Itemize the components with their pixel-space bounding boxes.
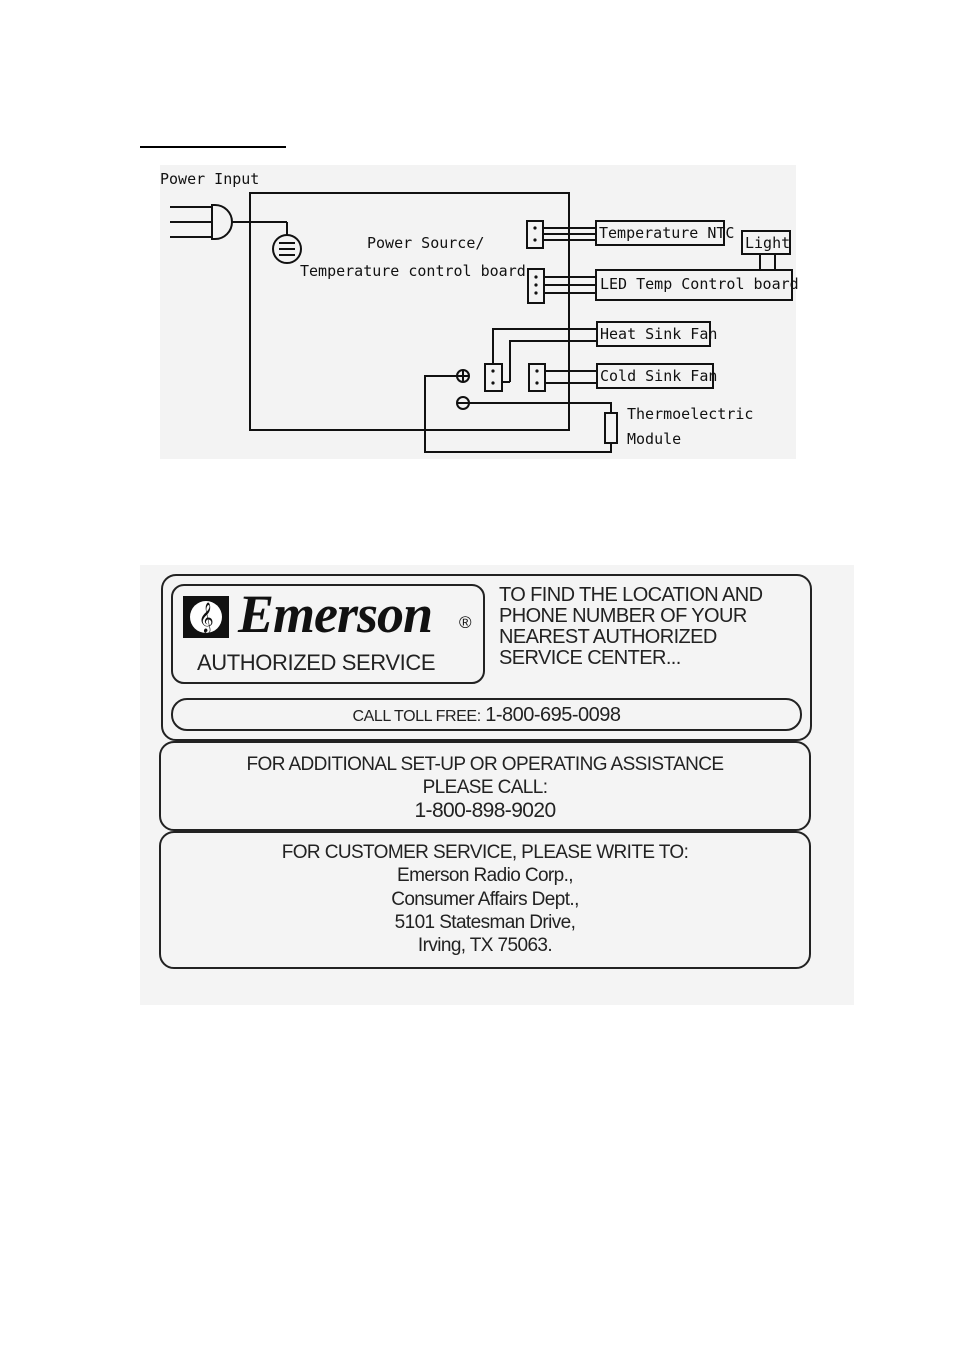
find-center-line3: NEAREST AUTHORIZED (499, 626, 717, 648)
section-title-rule (140, 146, 286, 148)
heat-sink-fan-box (596, 321, 711, 347)
plug-body (211, 204, 233, 240)
plus-wire (424, 375, 612, 453)
toll-free-frame (171, 698, 802, 731)
led-board-box (595, 269, 793, 301)
ground-symbol-circle (272, 234, 302, 264)
cold-fan-connector (528, 363, 546, 392)
assistance-number: 1-800-898-9020 (414, 799, 556, 822)
address-line2: Consumer Affairs Dept., (391, 889, 579, 910)
write-to-heading: FOR CUSTOMER SERVICE, PLEASE WRITE TO: (281, 842, 689, 863)
registered-mark: ® (459, 613, 472, 632)
find-center-line1: TO FIND THE LOCATION AND (499, 584, 763, 606)
temperature-ntc-label: Temperature NTC (599, 224, 735, 242)
authorized-service-label: AUTHORIZED SERVICE (197, 650, 436, 675)
ntc-connector (526, 220, 544, 249)
light-label: Light (745, 234, 791, 252)
address-line4: Irving, TX 75063. (417, 935, 553, 956)
treble-clef-icon: 𝄞 (198, 602, 213, 634)
address-line3: 5101 Statesman Drive, (394, 912, 576, 933)
find-center-line4: SERVICE CENTER... (499, 647, 681, 669)
cold-sink-fan-label: Cold Sink Fan (600, 367, 718, 385)
find-center-line2: PHONE NUMBER OF YOUR (499, 605, 747, 627)
thermoelectric-label-line2: Module (627, 430, 682, 448)
heat-sink-fan-label: Heat Sink Fan (600, 325, 718, 343)
cold-sink-fan-box (596, 363, 714, 389)
minus-wire (469, 402, 612, 413)
board-label-line1: Power Source/ (367, 234, 485, 252)
board-label-line2: Temperature control board (300, 262, 526, 280)
assistance-section-frame (159, 741, 811, 831)
service-card-frames: 𝄞 (159, 574, 812, 969)
led-board-label: LED Temp Control board (600, 275, 799, 293)
control-board-outline (249, 192, 570, 431)
top-section-frame (161, 574, 812, 741)
logo-frame (171, 584, 485, 684)
address-line1: Emerson Radio Corp., (397, 865, 574, 886)
assistance-line1: FOR ADDITIONAL SET-UP OR OPERATING ASSIS… (246, 754, 725, 775)
toll-free-number: 1-800-695-0098 (485, 704, 621, 726)
toll-free-label: CALL TOLL FREE: (352, 708, 481, 725)
emerson-brand: Emerson (238, 584, 433, 644)
temperature-ntc-box (595, 220, 725, 246)
wiring-diagram (170, 192, 793, 453)
write-to-section-frame (159, 831, 811, 969)
thermoelectric-module-symbol (604, 412, 618, 444)
thermoelectric-label-line1: Thermoelectric (627, 405, 754, 423)
heat-fan-wire-2 (509, 340, 597, 382)
power-input-label: Power Input (160, 170, 260, 188)
heat-fan-connector (484, 363, 503, 392)
heat-fan-wire-1 (492, 328, 597, 364)
toll-free-line: CALL TOLL FREE: 1-800-695-0098 (172, 703, 801, 729)
wiring-diagram-panel (160, 165, 796, 459)
light-box (741, 230, 791, 255)
assistance-line2: PLEASE CALL: (422, 777, 548, 798)
service-card-panel (140, 565, 854, 1005)
